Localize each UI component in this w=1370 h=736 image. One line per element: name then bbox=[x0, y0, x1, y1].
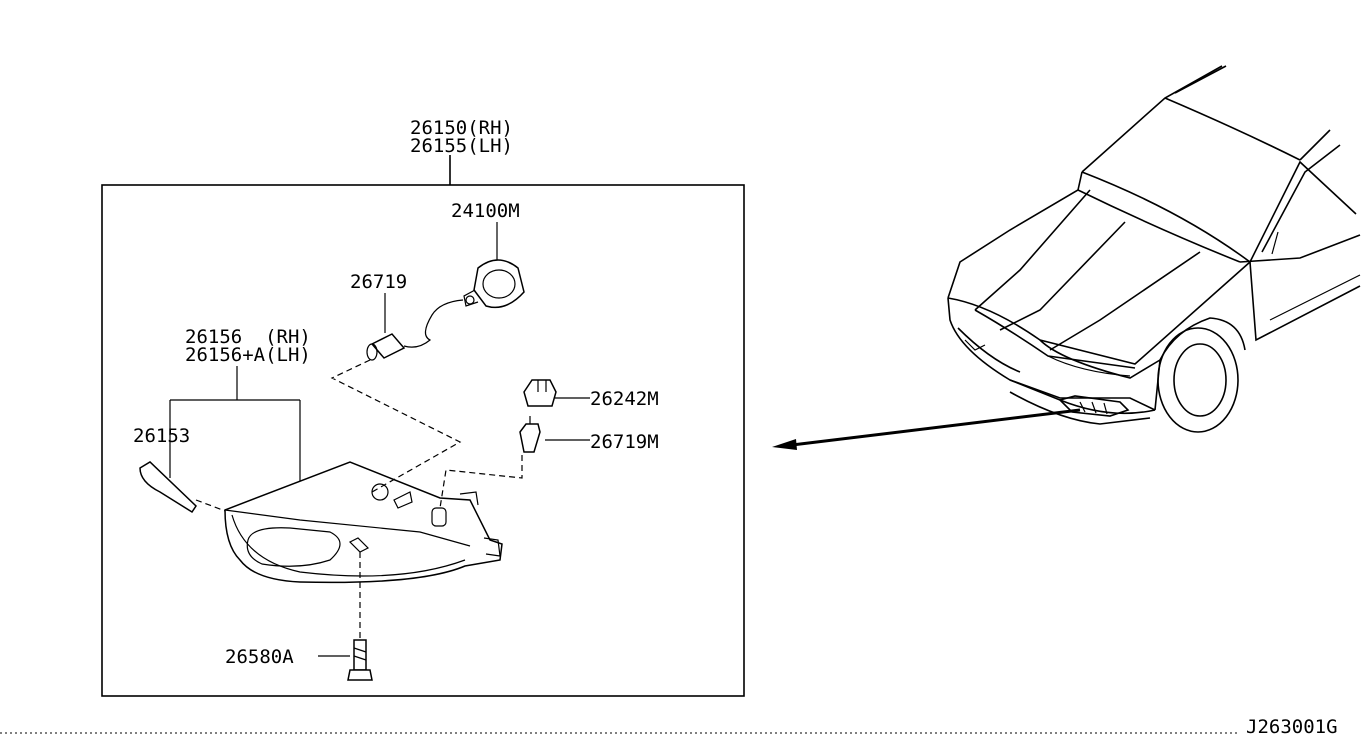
vehicle-front-view bbox=[947, 65, 1361, 433]
socket-harness-26719m[interactable] bbox=[519, 416, 541, 453]
label-26156-rh[interactable]: 26156 (RH) bbox=[185, 326, 311, 348]
fog-lamp-housing[interactable] bbox=[224, 461, 503, 584]
harness-26719[interactable] bbox=[366, 299, 464, 361]
label-26719m[interactable]: 26719M bbox=[590, 431, 659, 453]
label-26242m[interactable]: 26242M bbox=[590, 388, 659, 410]
diagram-id: J263001G bbox=[1246, 716, 1338, 736]
label-26150-rh[interactable]: 26150(RH) bbox=[410, 117, 513, 139]
assembly-dash-lines bbox=[330, 359, 523, 640]
leader-26156 bbox=[169, 366, 301, 485]
label-24100m[interactable]: 24100M bbox=[451, 200, 520, 222]
screw-26580a[interactable] bbox=[347, 639, 373, 681]
label-26580a[interactable]: 26580A bbox=[225, 646, 294, 668]
label-26153[interactable]: 26153 bbox=[133, 425, 190, 447]
label-26156a-lh[interactable]: 26156+A(LH) bbox=[185, 344, 311, 366]
label-26155-lh[interactable]: 26155(LH) bbox=[410, 135, 513, 157]
location-arrow bbox=[772, 408, 1081, 450]
parts-box bbox=[101, 155, 745, 697]
bezel-26153[interactable] bbox=[139, 461, 197, 514]
socket-26242m[interactable] bbox=[523, 379, 557, 407]
bulb-24100m[interactable] bbox=[463, 259, 525, 309]
label-26719[interactable]: 26719 bbox=[350, 271, 407, 293]
